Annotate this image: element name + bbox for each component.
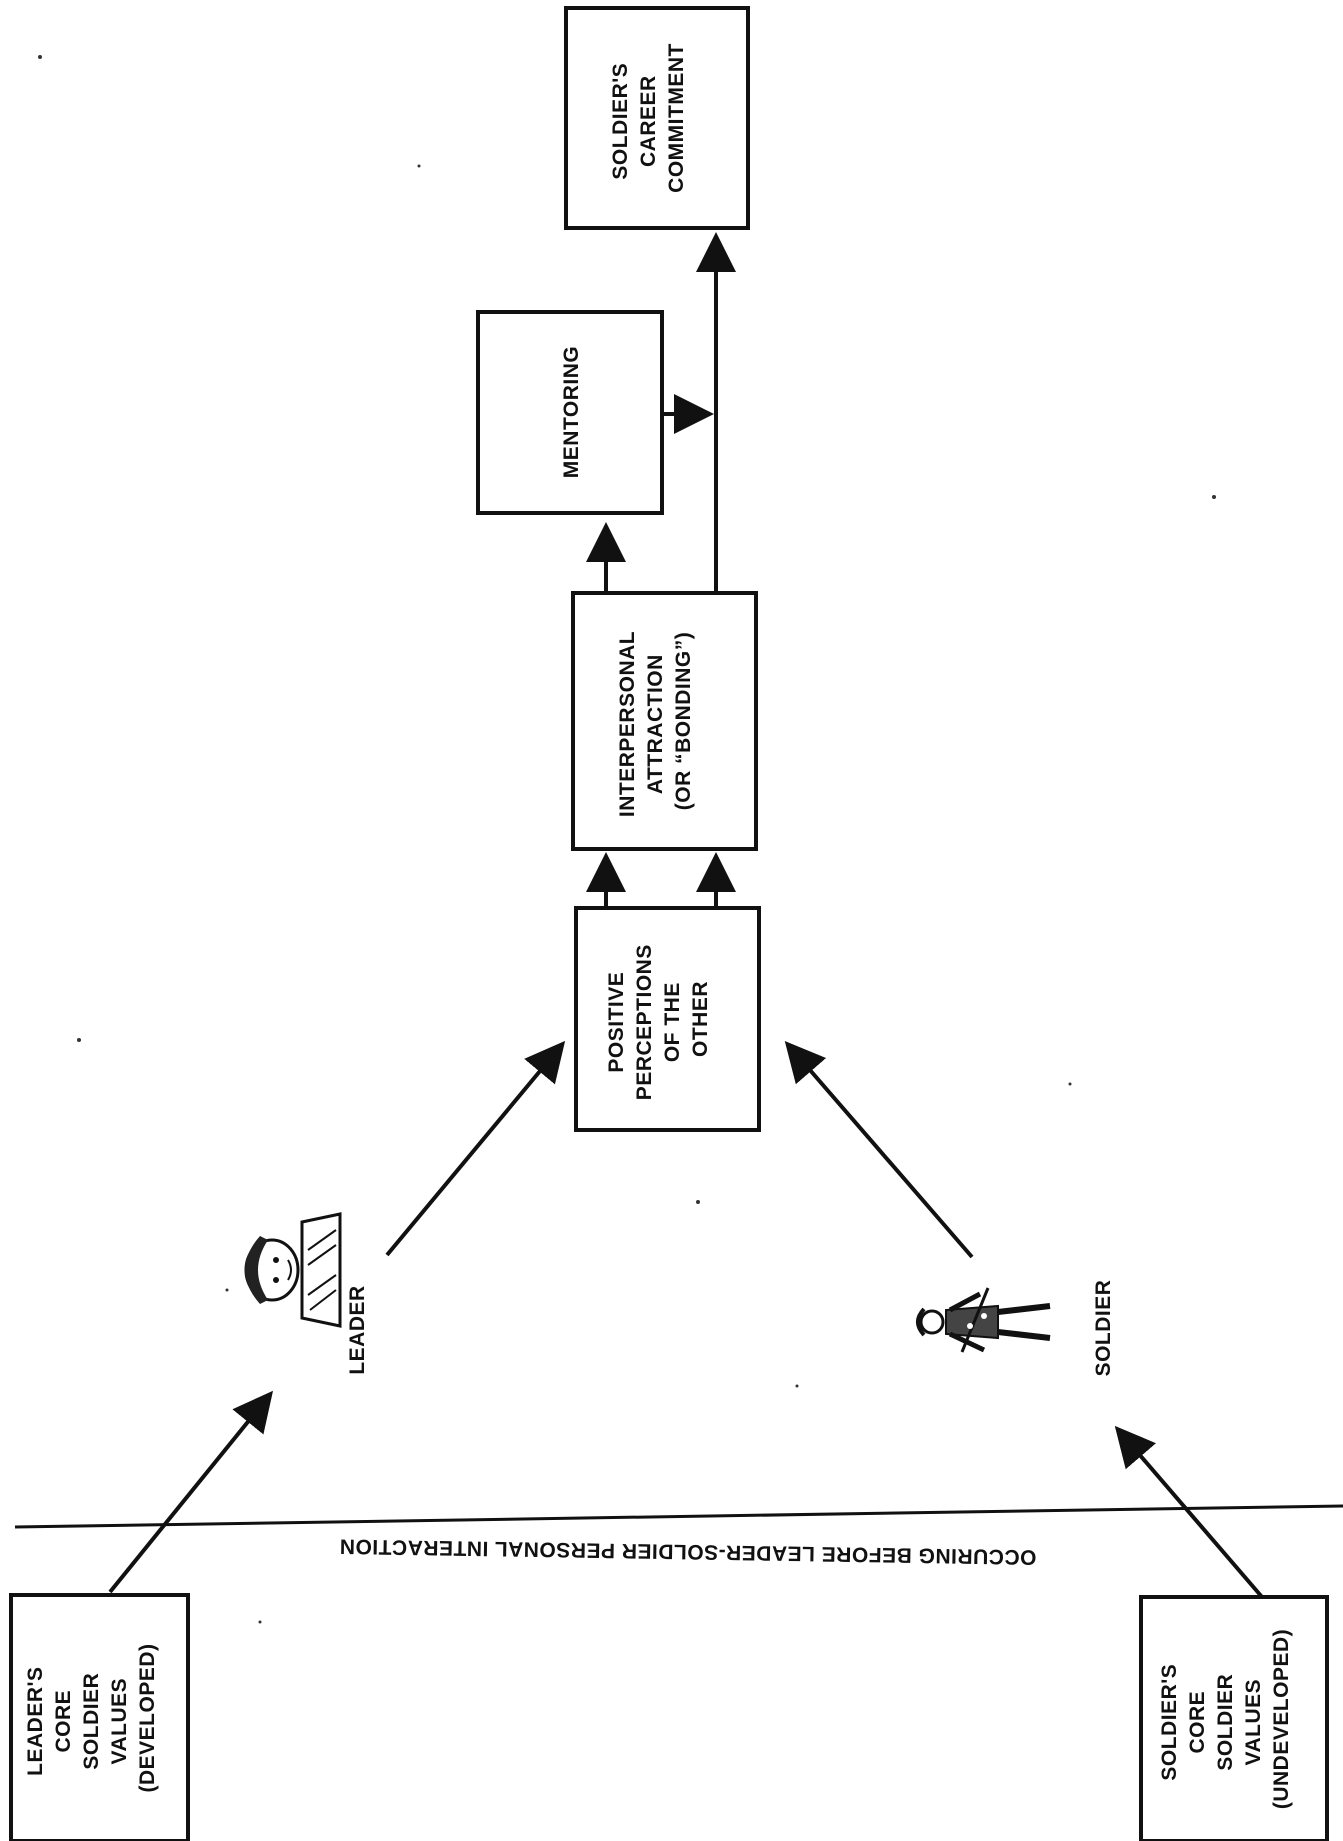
edge-soldier-to-perceptions — [784, 1040, 974, 1259]
node-interpersonal-attraction: INTERPERSONAL ATTRACTION (OR “BONDING”) — [571, 591, 758, 851]
soldier-label: SOLDIER — [1092, 1280, 1115, 1377]
soldier-figure-icon — [916, 1287, 1051, 1353]
node-mentoring-label: MENTORING — [560, 346, 583, 478]
node-soldier-core-values: SOLDIER'S CORE SOLDIER VALUES (UNDEVELOP… — [1139, 1595, 1329, 1841]
node-interpersonal-attraction-label: INTERPERSONAL ATTRACTION (OR “BONDING”) — [616, 625, 695, 817]
interaction-divider-line — [14, 1504, 1343, 1529]
leader-label: LEADER — [346, 1285, 369, 1374]
node-positive-perceptions-label: POSITIVE PERCEPTIONS OF THE OTHER — [605, 938, 712, 1100]
edges — [108, 232, 1264, 1599]
node-positive-perceptions: POSITIVE PERCEPTIONS OF THE OTHER — [574, 906, 761, 1132]
node-soldier-core-values-label: SOLDIER'S CORE SOLDIER VALUES (UNDEVELOP… — [1158, 1629, 1293, 1809]
node-mentoring: MENTORING — [476, 310, 664, 515]
node-career-commitment: SOLDIER'S CAREER COMMITMENT — [564, 6, 750, 230]
edge-leader-values-to-leader — [108, 1390, 274, 1594]
leader-portrait-icon — [244, 1212, 342, 1328]
edge-leader-to-perceptions — [385, 1040, 566, 1257]
scan-specks — [38, 55, 1216, 1624]
node-career-commitment-label: SOLDIER'S CAREER COMMITMENT — [609, 43, 688, 193]
divider-caption: OCCURING BEFORE LEADER-SOLDIER PERSONAL … — [339, 1535, 1036, 1569]
node-leader-core-values: LEADER'S CORE SOLDIER VALUES (DEVELOPED) — [9, 1593, 190, 1841]
leader-figure — [244, 1212, 342, 1328]
edge-soldier-values-to-soldier — [1114, 1425, 1264, 1599]
soldier-figure — [916, 1287, 1051, 1353]
node-leader-core-values-label: LEADER'S CORE SOLDIER VALUES (DEVELOPED) — [24, 1643, 159, 1792]
